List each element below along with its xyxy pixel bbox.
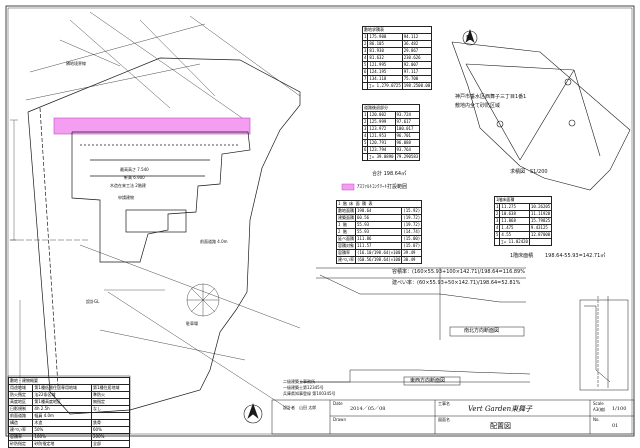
drawn-label: Drawn bbox=[333, 417, 346, 422]
designer-line1: 二級建築士事務所 bbox=[283, 379, 315, 384]
area-table-1-title: 敷地求積表 bbox=[361, 26, 433, 34]
area-table-2-title: 道路後退部分 bbox=[361, 104, 421, 112]
project-label: 工事名 bbox=[438, 401, 450, 406]
floor-area-summary: 198.64-55.93=142.71㎡ bbox=[545, 253, 606, 259]
parking-turn-symbol bbox=[186, 283, 220, 317]
table-row: 防火指定法22条区域準防火 bbox=[7, 391, 131, 399]
sabo-zone-note: 敷地内全て砂防区域 bbox=[455, 103, 501, 109]
asphalt-zone bbox=[53, 117, 251, 135]
designer-line3: 兵庫県知事登録 第100345号 bbox=[283, 391, 336, 396]
area-calculation-plan bbox=[451, 41, 631, 191]
area-total: 合計 198.64㎡ bbox=[372, 171, 407, 177]
table-row: 前面道路幅員 4.0m bbox=[7, 412, 131, 420]
ns-section-label: 南北方向断面図 bbox=[464, 328, 500, 334]
scale-label: Scale bbox=[593, 401, 604, 406]
section-ew bbox=[300, 369, 531, 386]
sheet-label: No. bbox=[593, 417, 600, 422]
parking-label: 駐車場 bbox=[186, 321, 198, 326]
building-label: 申請建物 bbox=[118, 195, 134, 200]
project-name: Vert Garden東舞子 bbox=[468, 405, 533, 413]
date-label: Date bbox=[333, 401, 343, 406]
ew-section-label: 東西方向断面図 bbox=[410, 378, 446, 384]
sheet-number: 01 bbox=[612, 423, 619, 429]
table-row: 用途地域第1種低層住居専用地域第1種住居地域 bbox=[7, 384, 131, 392]
title-block-frame bbox=[271, 399, 635, 435]
height-max-label: 最高高さ 7.540 bbox=[120, 167, 149, 172]
ground-level-label: 設計GL bbox=[86, 299, 100, 304]
north-label: N bbox=[466, 34, 472, 42]
section-ns bbox=[316, 267, 526, 340]
coverage-ratio: 建ぺい率：(60×55.93+50×142.71)/198.64=52.81% bbox=[392, 280, 521, 286]
floor-area-summary-label: 1階床面積 bbox=[510, 253, 534, 259]
structure-label: 木造在来工法 2階建 bbox=[110, 183, 146, 188]
site-boundary bbox=[27, 57, 301, 415]
site-address: 神戸市垂水区西舞子三丁目1番1 bbox=[455, 94, 527, 100]
legend-swatch bbox=[341, 183, 355, 191]
north-arrow-icon bbox=[243, 29, 478, 424]
scale-value: 1/100 bbox=[612, 406, 627, 412]
table-row: 構造木造鉄骨 bbox=[7, 419, 131, 427]
neighbor-boundary-label: 隣地境界線 bbox=[66, 61, 86, 66]
drawing-name-label: 図面名 bbox=[438, 417, 450, 422]
road-front-label: 前面道路 4.0m bbox=[200, 239, 228, 244]
section-right-wall bbox=[579, 296, 629, 391]
spec-table: 敷地・建物概要 用途地域第1種低層住居専用地域第1種住居地域 防火指定法22条区… bbox=[7, 377, 131, 448]
designer-line4: 設計者 山田 太郎 bbox=[283, 405, 317, 410]
drawing-name: 配置図 bbox=[490, 422, 511, 430]
table-row: 高度地区第1種高度地区無指定 bbox=[7, 398, 131, 406]
floor-area-ratio: 容積率：(160×55.93+100×142.71)/198.64=116.89… bbox=[392, 269, 525, 275]
designer-line2: 一級建築士第12345号 bbox=[283, 385, 324, 390]
paper-size: A3(縮) bbox=[593, 407, 606, 412]
pink-legend-label: ｱｽﾌｧﾙﾄｺﾝｸﾘｰﾄ打設範囲 bbox=[357, 184, 408, 190]
area-plan-scale: 求積図 S1/200 bbox=[510, 169, 548, 175]
date-value: 2014／05／08 bbox=[350, 406, 386, 412]
eave-height-label: 軒高 6.900 bbox=[124, 175, 145, 180]
building-footprint bbox=[71, 131, 251, 263]
